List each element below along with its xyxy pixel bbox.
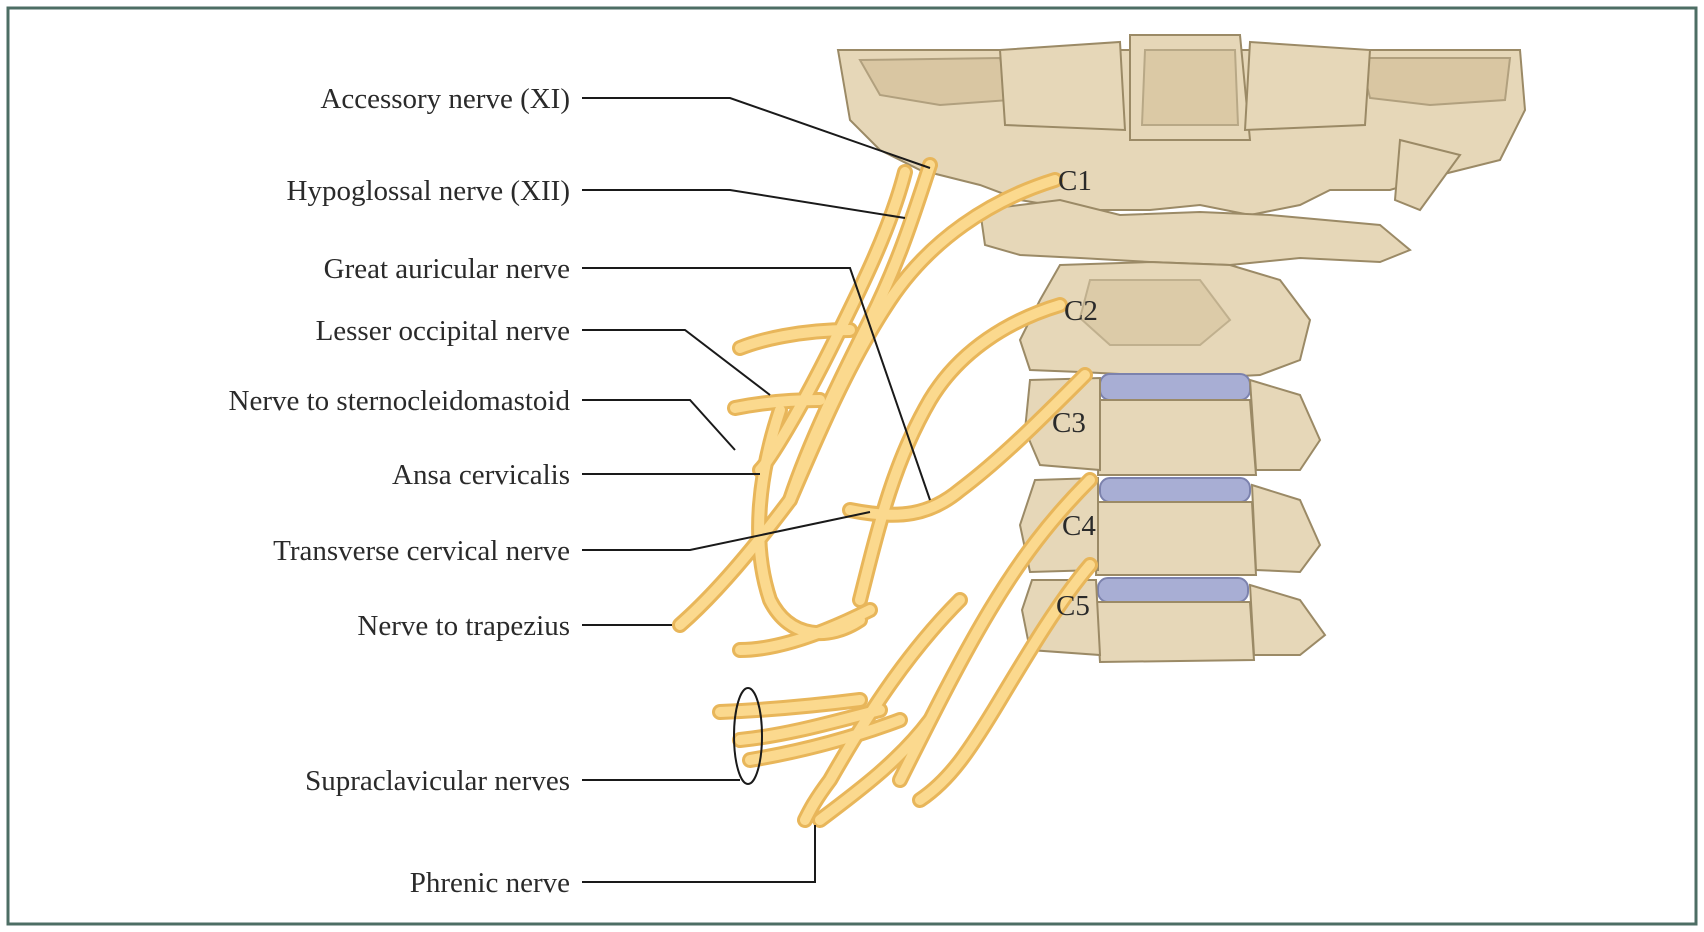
level-c2: C2 xyxy=(1064,295,1098,327)
label-transverse-cervical-nerve: Transverse cervical nerve xyxy=(273,535,570,567)
label-accessory-nerve: Accessory nerve (XI) xyxy=(320,83,570,115)
level-c5: C5 xyxy=(1056,590,1090,622)
vertebra-c1 xyxy=(978,198,1412,267)
label-nerve-to-trapezius: Nerve to trapezius xyxy=(357,610,570,642)
labels: Accessory nerve (XI) Hypoglossal nerve (… xyxy=(229,83,571,899)
label-nerve-to-sternocleidomastoid: Nerve to sternocleidomastoid xyxy=(229,385,571,417)
supraclavicular-bundle-marker xyxy=(733,687,763,785)
label-great-auricular-nerve: Great auricular nerve xyxy=(324,253,570,285)
level-c3: C3 xyxy=(1052,407,1086,439)
cervical-plexus-nerves xyxy=(672,157,1098,828)
level-c1: C1 xyxy=(1058,165,1092,197)
vertebra-c2 xyxy=(1018,260,1312,380)
skull-base xyxy=(836,34,1527,217)
label-phrenic-nerve: Phrenic nerve xyxy=(410,867,570,899)
spinal-level-labels: C1 C2 C3 C4 C5 xyxy=(1052,165,1098,622)
label-supraclavicular-nerves: Supraclavicular nerves xyxy=(305,765,570,797)
label-lesser-occipital-nerve: Lesser occipital nerve xyxy=(316,315,570,347)
label-ansa-cervicalis: Ansa cervicalis xyxy=(392,459,570,491)
label-hypoglossal-nerve: Hypoglossal nerve (XII) xyxy=(287,175,570,207)
level-c4: C4 xyxy=(1062,510,1096,542)
leader-lines xyxy=(582,97,931,883)
cervical-spine-bodies xyxy=(1094,373,1258,664)
